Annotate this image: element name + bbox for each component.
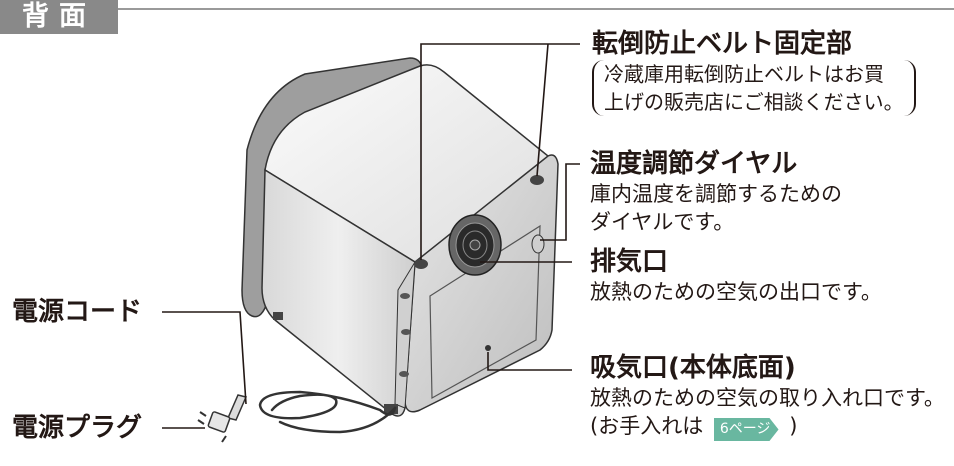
callout-intake: 吸気口(本体底面) 放熱のための空気の取り入れ口です。 (お手入れは 6ページ …	[590, 352, 945, 441]
intake-desc: 放熱のための空気の取り入れ口です。	[590, 386, 945, 410]
callout-dial: 温度調節ダイヤル 庫内温度を調節するための ダイヤルです。	[590, 148, 842, 236]
back-recess	[429, 224, 541, 400]
intake-note-suffix: )	[789, 414, 798, 438]
belt-note-line1: 冷蔵庫用転倒防止ベルトはお買	[604, 62, 884, 86]
belt-hook-left	[414, 259, 428, 269]
leader-intake	[487, 352, 572, 371]
leader-dial	[540, 163, 580, 241]
belt-note: 冷蔵庫用転倒防止ベルトはお買 上げの販売店にご相談ください。	[592, 60, 916, 116]
intake-hole	[485, 345, 491, 351]
dial-knob	[531, 234, 545, 254]
exhaust-title: 排気口	[590, 247, 669, 277]
back-panel	[404, 154, 559, 413]
exhaust-desc: 放熱のための空気の出口です。	[590, 280, 882, 304]
section-tab-label: 背面	[22, 1, 96, 32]
callout-belt: 転倒防止ベルト固定部 冷蔵庫用転倒防止ベルトはお買 上げの販売店にご相談ください…	[592, 28, 916, 116]
leader-power-cord	[162, 311, 247, 405]
power-cord	[258, 390, 397, 434]
power-cord-title: 電源コード	[12, 297, 143, 327]
belt-hook-right	[530, 175, 544, 185]
dial-title: 温度調節ダイヤル	[590, 149, 798, 179]
leader-belt	[420, 43, 580, 260]
dial-desc-line1: 庫内温度を調節するための	[590, 182, 842, 206]
dial-desc-line2: ダイヤルです。	[590, 210, 735, 234]
callout-power-cord: 電源コード	[12, 296, 142, 328]
power-plug	[197, 394, 248, 443]
intake-title: 吸気口(本体底面)	[590, 353, 796, 383]
exhaust-fan	[448, 214, 502, 276]
section-tab: 背面	[0, 0, 118, 34]
belt-note-line2: 上げの販売店にご相談ください。	[604, 90, 904, 114]
intake-note-prefix: (お手入れは	[590, 414, 704, 438]
header-rule	[118, 8, 954, 10]
page-reference-badge[interactable]: 6ページ	[713, 418, 779, 441]
belt-title: 転倒防止ベルト固定部	[592, 29, 853, 59]
callout-power-plug: 電源プラグ	[12, 412, 142, 444]
callout-exhaust: 排気口 放熱のための空気の出口です。	[590, 246, 882, 306]
intake-note: (お手入れは 6ページ )	[590, 412, 945, 441]
power-plug-title: 電源プラグ	[12, 413, 143, 443]
